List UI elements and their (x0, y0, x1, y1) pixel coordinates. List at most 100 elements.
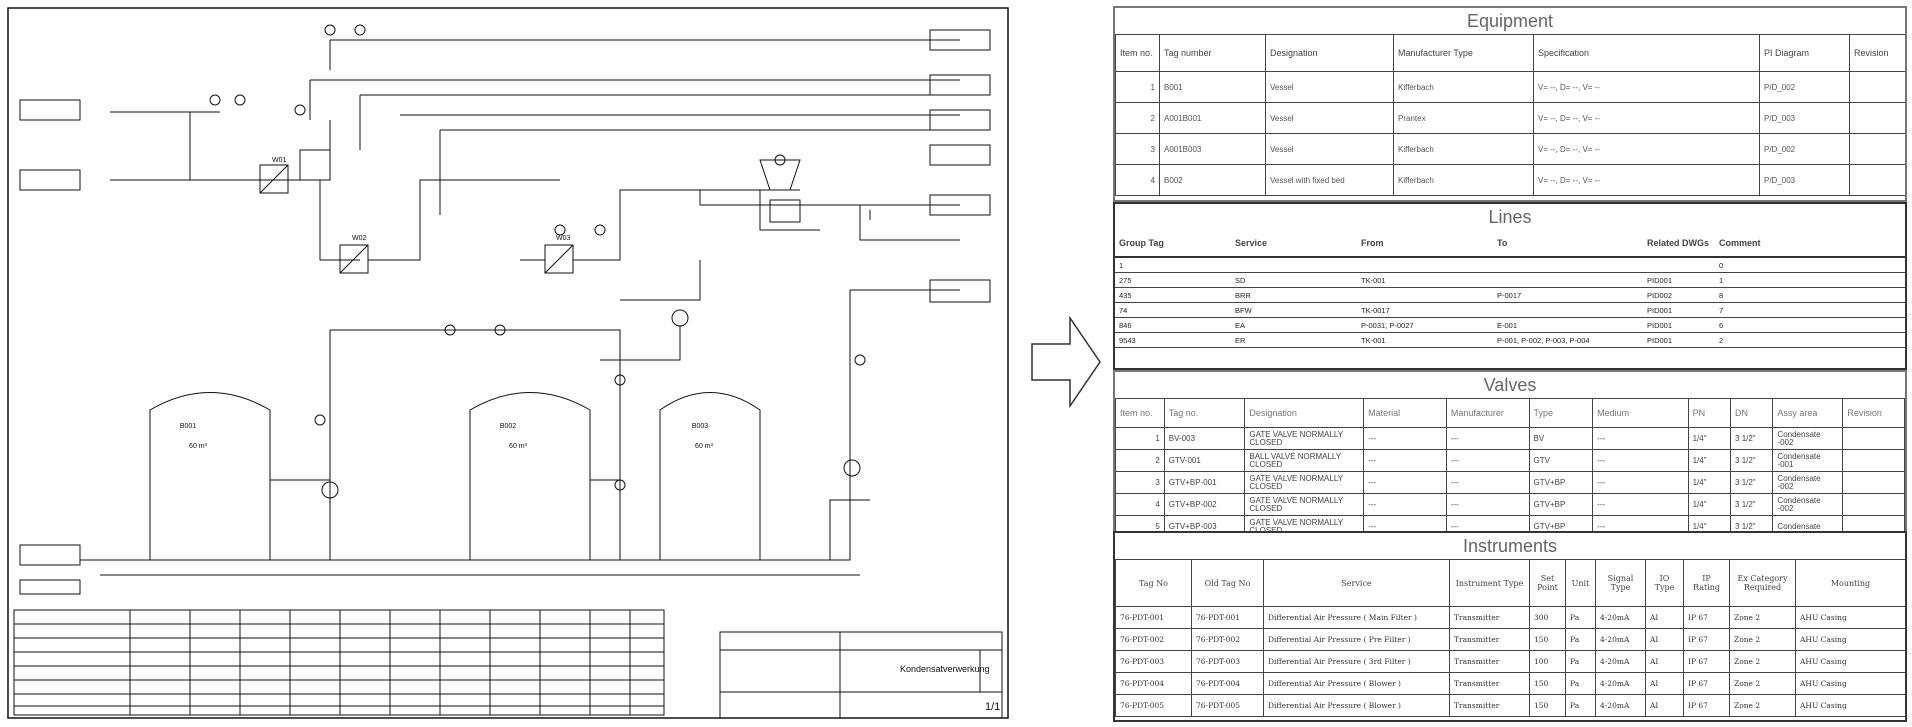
column-header: Service (1231, 230, 1357, 258)
column-header: DN (1730, 398, 1774, 428)
equipment-title: Equipment (1466, 11, 1554, 31)
table-cell: --- (1445, 449, 1530, 472)
column-header: Old Tag No (1191, 559, 1264, 607)
table-cell: 3 1/2" (1730, 427, 1774, 450)
table-cell: GATE VALVE NORMALLY CLOSED (1244, 427, 1365, 450)
table-cell: 6 (1715, 317, 1905, 333)
table-cell: SD (1231, 272, 1357, 288)
table-cell: GTV+BP (1528, 493, 1594, 516)
table-cell (1849, 133, 1905, 165)
table-cell: B002 (1159, 164, 1266, 196)
table-cell: BRR (1231, 287, 1357, 303)
table-cell: GTV+BP (1528, 471, 1594, 494)
table-cell: 4-20mA (1595, 672, 1646, 695)
table-cell: 4-20mA (1595, 606, 1646, 629)
table-cell: P-001, P-002, P-003, P-004 (1493, 332, 1643, 348)
table-cell: AHU Casing (1795, 650, 1905, 673)
column-header: Unit (1565, 559, 1596, 607)
instruments-header-row: Tag No Old Tag No Service Instrument Typ… (1115, 559, 1905, 607)
column-header: Tag No (1115, 559, 1192, 607)
table-cell (1643, 256, 1715, 273)
table-cell (1849, 102, 1905, 134)
table-cell (1842, 493, 1905, 516)
table-cell: Condensate -002 (1772, 493, 1844, 516)
table-cell: TK-001 (1357, 332, 1493, 348)
lines-table: Lines Group Tag Service From To Related … (1113, 202, 1907, 370)
column-header: Designation (1244, 398, 1365, 428)
column-header: Assy area (1772, 398, 1844, 428)
column-header: To (1493, 230, 1643, 258)
table-cell: --- (1363, 471, 1447, 494)
table-cell: BALL VALVE NORMALLY CLOSED (1244, 449, 1365, 472)
table-cell: Zone 2 (1729, 672, 1796, 695)
table-cell: 76-PDT-003 (1115, 650, 1192, 673)
table-cell: 1/4" (1687, 471, 1732, 494)
table-cell: --- (1592, 493, 1689, 516)
table-cell: 4-20mA (1595, 628, 1646, 651)
table-cell: AI (1645, 606, 1684, 629)
column-header: Revision (1842, 398, 1905, 428)
table-cell: --- (1363, 493, 1447, 516)
svg-text:1/1: 1/1 (985, 701, 1000, 713)
table-cell: Differential Air Pressure ( Blower ) (1263, 672, 1450, 695)
table-cell: 0 (1715, 256, 1905, 273)
table-cell: 846 (1115, 317, 1231, 333)
column-header: Tag number (1159, 34, 1266, 72)
table-cell: P-0017 (1493, 287, 1643, 303)
table-cell: A001B001 (1159, 102, 1266, 134)
lines-header-row: Group Tag Service From To Related DWGs C… (1115, 230, 1905, 258)
table-cell: 150 (1529, 694, 1566, 717)
column-header: Item no. (1115, 34, 1160, 72)
table-cell: GTV+BP-002 (1163, 493, 1246, 516)
svg-text:B002: B002 (500, 423, 516, 430)
table-cell: AI (1645, 650, 1684, 673)
table-cell: Differential Air Pressure ( 3rd Filter ) (1263, 650, 1450, 673)
table-cell: AHU Casing (1795, 606, 1905, 629)
column-header: PN (1687, 398, 1732, 428)
table-cell: 76-PDT-001 (1191, 606, 1264, 629)
table-cell: Vessel (1265, 102, 1394, 134)
table-cell: PID001 (1643, 302, 1715, 318)
table-cell: 74 (1115, 302, 1231, 318)
table-cell: PID001 (1643, 317, 1715, 333)
column-header: Related DWGs (1643, 230, 1715, 258)
table-cell: 3 (1115, 471, 1165, 494)
instruments-title: Instruments (1462, 536, 1558, 556)
table-cell: --- (1592, 449, 1689, 472)
column-header: PI Diagram (1759, 34, 1850, 72)
table-cell: 100 (1529, 650, 1566, 673)
table-cell: --- (1363, 449, 1447, 472)
table-cell: --- (1445, 427, 1530, 450)
table-cell (1231, 256, 1357, 273)
table-cell: 76-PDT-002 (1191, 628, 1264, 651)
table-cell: 1 (1115, 71, 1160, 103)
lines-grid: Group Tag Service From To Related DWGs C… (1115, 230, 1905, 348)
table-cell: V= --, D= --, V= -- (1533, 133, 1760, 165)
column-header: IO Type (1645, 559, 1684, 607)
table-cell: GTV (1528, 449, 1594, 472)
table-cell: Differential Air Pressure ( Pre Filter ) (1263, 628, 1450, 651)
table-cell (1493, 256, 1643, 273)
equipment-table: Equipment Item no. Tag number Designatio… (1113, 6, 1907, 202)
column-header: From (1357, 230, 1493, 258)
table-cell: 76-PDT-004 (1191, 672, 1264, 695)
column-header: Manufacturer Type (1393, 34, 1534, 72)
table-cell: 3 (1115, 133, 1160, 165)
table-cell: Transmitter (1449, 650, 1530, 673)
valves-grid: Item no. Tag no. Designation Material Ma… (1115, 398, 1905, 538)
table-cell: Prantex (1393, 102, 1534, 134)
table-cell: 150 (1529, 672, 1566, 695)
column-header: Set Point (1529, 559, 1566, 607)
table-cell: TK-001 (1357, 272, 1493, 288)
table-cell: Kifferbach (1393, 71, 1534, 103)
table-cell: A001B003 (1159, 133, 1266, 165)
instruments-table: Instruments Tag No Old Tag No Service In… (1113, 531, 1907, 722)
table-cell: V= --, D= --, V= -- (1533, 71, 1760, 103)
table-cell: BV-003 (1163, 427, 1246, 450)
tables-panel: Equipment Item no. Tag number Designatio… (1113, 6, 1907, 722)
table-cell: GTV-001 (1163, 449, 1246, 472)
table-cell: --- (1445, 493, 1530, 516)
